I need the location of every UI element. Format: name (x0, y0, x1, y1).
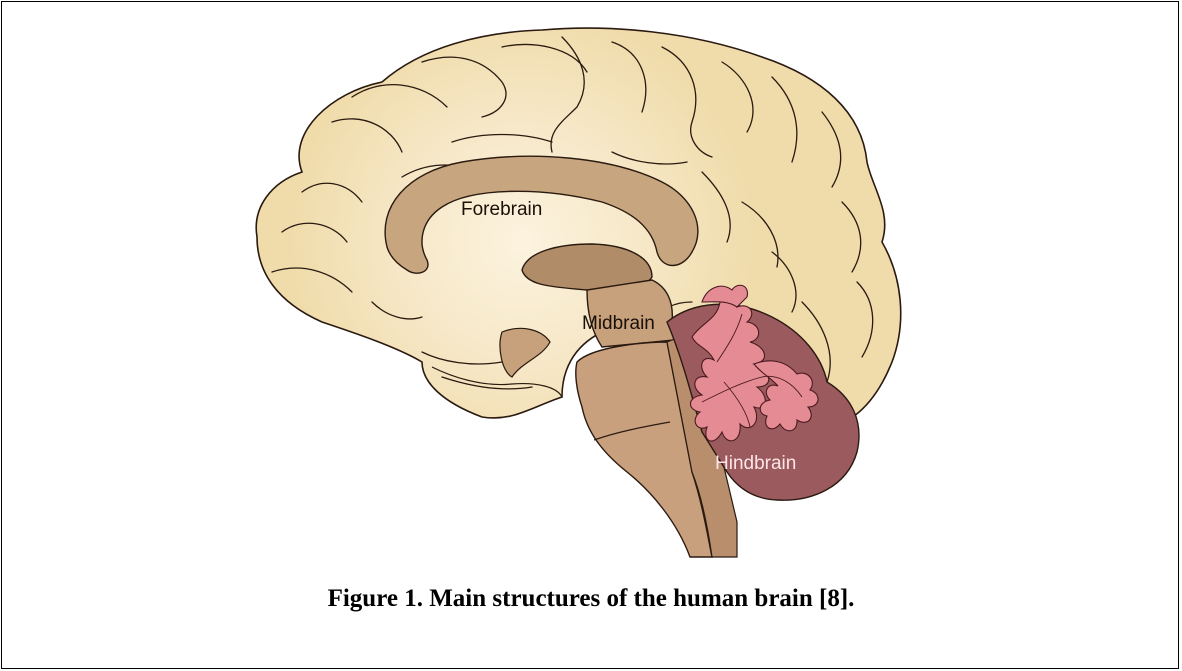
label-forebrain: Forebrain (461, 199, 542, 220)
label-hindbrain: Hindbrain (715, 453, 796, 474)
figure-caption: Figure 1. Main structures of the human b… (2, 585, 1180, 613)
brain-svg: Forebrain Midbrain Hindbrain (242, 12, 902, 572)
brain-diagram: Forebrain Midbrain Hindbrain (242, 12, 902, 572)
label-midbrain: Midbrain (582, 313, 655, 334)
